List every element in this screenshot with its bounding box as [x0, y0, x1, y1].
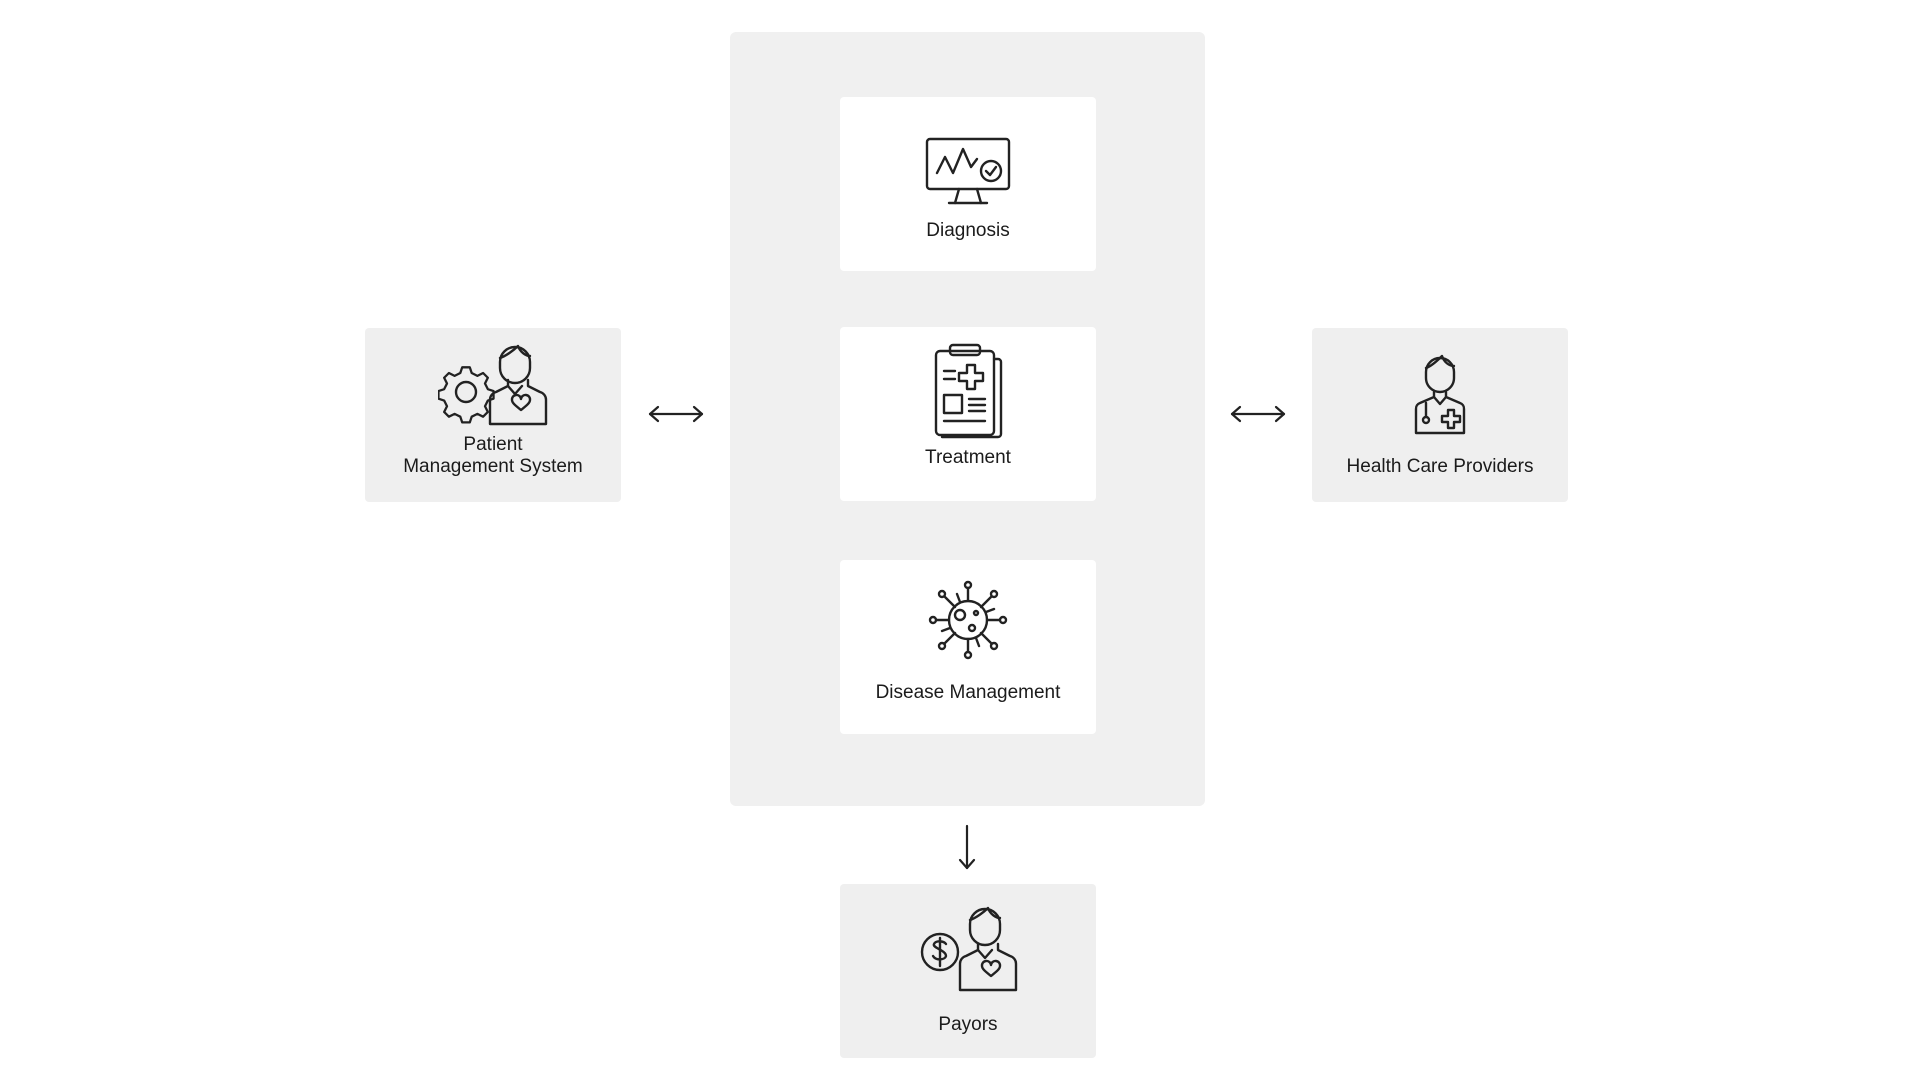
- treatment-card[interactable]: Treatment: [840, 327, 1096, 501]
- down-arrow: [955, 824, 979, 870]
- monitor-heartbeat-check-icon: [925, 137, 1011, 207]
- right-bidirectional-arrow: [1230, 402, 1286, 426]
- treatment-label: Treatment: [925, 447, 1011, 468]
- disease-management-label: Disease Management: [875, 682, 1061, 703]
- patient-management-card[interactable]: Patient Management System: [365, 328, 621, 502]
- disease-management-card[interactable]: Disease Management: [840, 560, 1096, 734]
- payors-label: Payors: [938, 1014, 998, 1035]
- payors-card[interactable]: Payors: [840, 884, 1096, 1058]
- patient-management-label-line1: Patient: [463, 434, 523, 455]
- central-hub-panel: Diagnosis Treatment: [730, 32, 1205, 806]
- doctor-icon: [1408, 350, 1472, 436]
- left-bidirectional-arrow: [648, 402, 704, 426]
- patient-management-label: Patient Management System: [365, 434, 621, 478]
- patient-gear-icon: [438, 340, 548, 430]
- patient-dollar-icon: [918, 904, 1018, 994]
- patient-management-label-line2: Management System: [403, 456, 583, 477]
- diagnosis-label: Diagnosis: [926, 220, 1010, 241]
- diagnosis-card[interactable]: Diagnosis: [840, 97, 1096, 271]
- virus-icon: [928, 580, 1008, 660]
- clipboard-medical-icon: [933, 343, 1003, 439]
- health-care-providers-card[interactable]: Health Care Providers: [1312, 328, 1568, 502]
- health-care-providers-label: Health Care Providers: [1346, 456, 1534, 477]
